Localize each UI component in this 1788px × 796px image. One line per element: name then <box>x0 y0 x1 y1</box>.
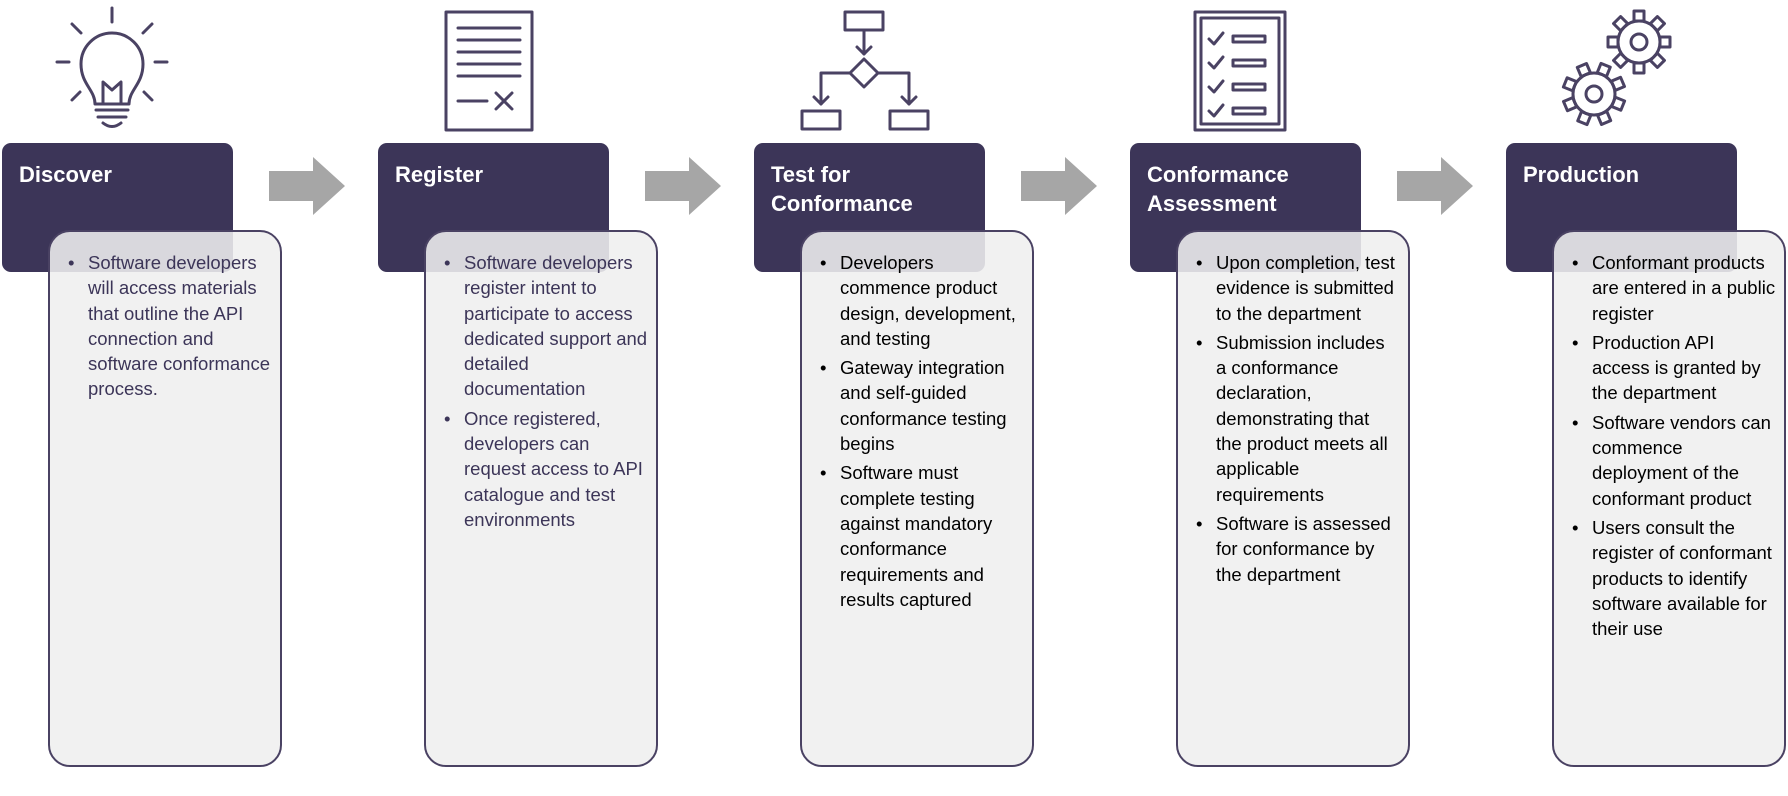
bullet-item: Once registered, developers can request … <box>440 406 648 532</box>
stage-register: Register Software developers register in… <box>376 0 676 796</box>
checklist-icon <box>1173 4 1308 134</box>
bullet-item: Users consult the register of conformant… <box>1568 515 1776 641</box>
bullet-item: Submission includes a conformance declar… <box>1192 330 1400 507</box>
bullet-item: Conformant products are entered in a pub… <box>1568 250 1776 326</box>
bullet-item: Software developers will access material… <box>64 250 272 402</box>
bullet-item: Software vendors can commence deployment… <box>1568 410 1776 511</box>
bullet-item: Gateway integration and self-guided conf… <box>816 355 1024 456</box>
bullet-item: Developers commence product design, deve… <box>816 250 1024 351</box>
stage-title: Conformance Assessment <box>1147 162 1289 216</box>
bullet-list: Developers commence product design, deve… <box>816 250 1024 612</box>
bullet-list: Software developers will access material… <box>64 250 272 402</box>
arrow-right-icon <box>1021 157 1097 215</box>
stage-discover: Discover Software developers will access… <box>0 0 300 796</box>
bullet-list: Software developers register intent to p… <box>440 250 648 532</box>
bullet-item: Software developers register intent to p… <box>440 250 648 402</box>
stage-card: Developers commence product design, deve… <box>800 230 1034 767</box>
arrow-right-icon <box>645 157 721 215</box>
arrow-right-icon <box>269 157 345 215</box>
stage-title: Register <box>395 162 484 187</box>
stage-card: Software developers register intent to p… <box>424 230 658 767</box>
bullet-list: Conformant products are entered in a pub… <box>1568 250 1776 641</box>
flowchart-icon <box>797 4 932 134</box>
bullet-list: Upon completion, test evidence is submit… <box>1192 250 1400 587</box>
stage-test-for-conformance: Test for Conformance Developers commence… <box>752 0 1052 796</box>
stage-title: Test for Conformance <box>771 162 913 216</box>
bullet-item: Production API access is granted by the … <box>1568 330 1776 406</box>
stage-title: Production <box>1523 162 1640 187</box>
lightbulb-icon <box>45 4 180 134</box>
arrow-right-icon <box>1397 157 1473 215</box>
gears-icon <box>1549 4 1684 134</box>
bullet-item: Software must complete testing against m… <box>816 460 1024 612</box>
document-signature-icon <box>421 4 556 134</box>
stage-production: Production Conformant products are enter… <box>1504 0 1788 796</box>
stage-card: Conformant products are entered in a pub… <box>1552 230 1786 767</box>
stage-card: Software developers will access material… <box>48 230 282 767</box>
bullet-item: Software is assessed for conformance by … <box>1192 511 1400 587</box>
stage-conformance-assessment: Conformance Assessment Upon completion, … <box>1128 0 1428 796</box>
stage-card: Upon completion, test evidence is submit… <box>1176 230 1410 767</box>
stage-title: Discover <box>19 162 112 187</box>
bullet-item: Upon completion, test evidence is submit… <box>1192 250 1400 326</box>
